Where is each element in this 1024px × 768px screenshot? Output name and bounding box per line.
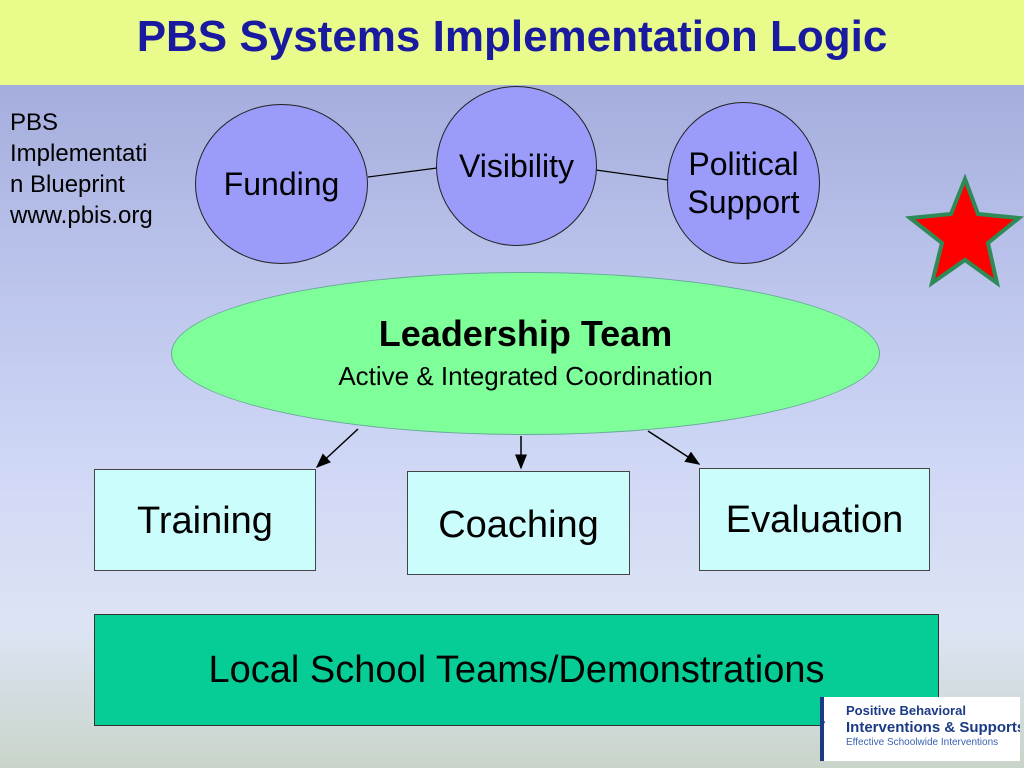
political-support-label-2: Support: [687, 184, 800, 220]
blueprint-note-line-3: n Blueprint: [10, 171, 125, 198]
page-title: PBS Systems Implementation Logic: [136, 12, 888, 61]
training-box: Training: [94, 469, 316, 571]
leadership-team-title: Leadership Team: [378, 313, 673, 354]
blueprint-note-line-4: www.pbis.org: [10, 202, 153, 229]
arrow-to-training: [315, 428, 359, 469]
line-visibility-political: [595, 169, 669, 181]
coaching-box: Coaching: [407, 471, 630, 575]
training-label: Training: [137, 500, 273, 542]
funding-circle: Funding: [195, 104, 368, 264]
logo-line-2: Interventions & Supports: [846, 719, 1020, 736]
visibility-circle: Visibility: [436, 86, 597, 246]
local-school-teams-label: Local School Teams/Demonstrations: [208, 648, 825, 691]
star-icon: [904, 173, 1024, 288]
political-support-label-1: Political: [688, 146, 799, 182]
evaluation-label: Evaluation: [725, 499, 904, 541]
evaluation-box: Evaluation: [699, 468, 930, 571]
funding-label: Funding: [223, 166, 340, 202]
blueprint-note-line-1: PBS: [10, 109, 59, 136]
blueprint-note: PBS Implementati n Blueprint www.pbis.or…: [10, 107, 208, 231]
coaching-label: Coaching: [438, 504, 599, 546]
logo-line-3: Effective Schoolwide Interventions: [846, 737, 999, 748]
arrow-to-evaluation: [647, 430, 701, 465]
leadership-team-subtitle: Active & Integrated Coordination: [338, 361, 713, 391]
blueprint-note-line-2: Implementati: [10, 140, 148, 167]
title-bar: [0, 0, 1024, 85]
line-funding-visibility: [367, 167, 438, 178]
political-support-circle: Political Support: [667, 102, 820, 264]
pbis-logo: Positive Behavioral Interventions & Supp…: [820, 697, 1020, 761]
local-school-teams-box: Local School Teams/Demonstrations: [94, 614, 939, 726]
logo-line-1: Positive Behavioral: [846, 703, 966, 718]
leadership-team-ellipse: Leadership Team Active & Integrated Coor…: [171, 272, 880, 435]
visibility-label: Visibility: [459, 148, 574, 184]
